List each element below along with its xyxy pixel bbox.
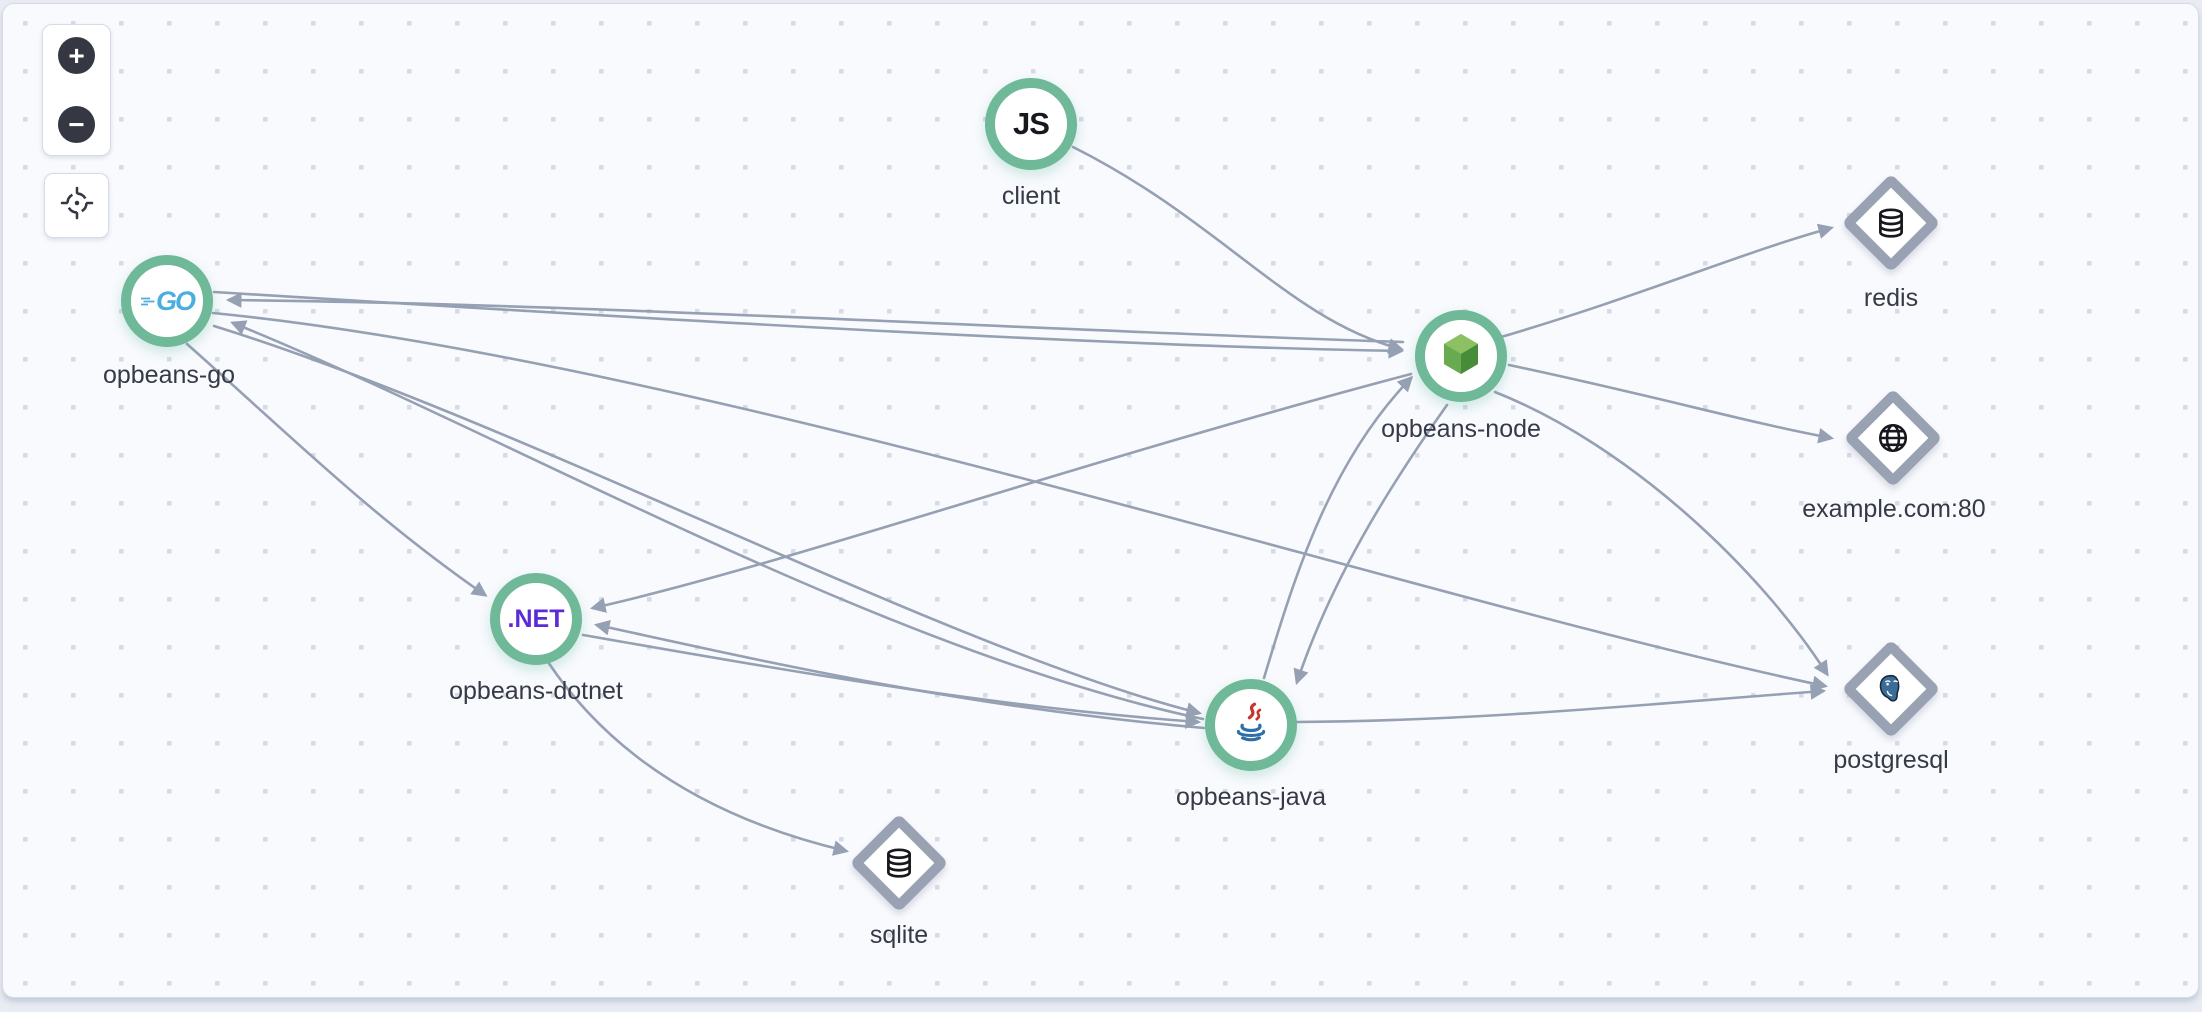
dotnet-icon: .NET: [507, 604, 565, 633]
js-icon: JS: [1013, 106, 1050, 141]
edge-opbeans-java-to-postgresql: [1295, 684, 1827, 724]
edge-opbeans-node-to-postgresql: [1493, 390, 1829, 677]
service-map-panel: JS client GO opbeans-go opbeans-node .NE…: [2, 3, 2199, 998]
edge-opbeans-go-to-postgresql: [211, 311, 1829, 692]
diamond-shape: [1841, 173, 1941, 273]
edge-opbeans-dotnet-to-sqlite: [546, 660, 850, 856]
service-label-client: client: [1001, 182, 1061, 210]
crosshair-icon: [59, 185, 95, 226]
service-label-opbeans-node: opbeans-node: [1381, 415, 1541, 443]
dependency-node-example[interactable]: [1842, 387, 1944, 489]
service-map-canvas[interactable]: JS client GO opbeans-go opbeans-node .NE…: [3, 4, 2198, 997]
edge-opbeans-node-to-redis: [1499, 223, 1835, 339]
service-label-opbeans-java: opbeans-java: [1175, 783, 1327, 811]
dot-grid: [3, 4, 2198, 997]
service-node-client[interactable]: JS: [985, 78, 1077, 170]
edge-opbeans-node-to-example: [1507, 363, 1835, 444]
service-label-opbeans-dotnet: opbeans-dotnet: [449, 677, 623, 705]
zoom-controls: + −: [42, 24, 111, 156]
edge-opbeans-node-to-opbeans-dotnet: [589, 372, 1413, 613]
edges-layer: [3, 4, 2198, 997]
service-node-opbeans-go[interactable]: GO: [121, 255, 213, 347]
zoom-out-button[interactable]: −: [58, 106, 95, 143]
zoom-in-button[interactable]: +: [58, 37, 95, 74]
dependency-label-postgresql: postgresql: [1833, 746, 1949, 774]
edge-opbeans-java-to-opbeans-dotnet: [593, 620, 1206, 730]
edge-client-to-opbeans-node: [1071, 145, 1405, 354]
edge-opbeans-go-to-opbeans-dotnet: [185, 342, 488, 597]
service-label-opbeans-go: opbeans-go: [102, 361, 236, 389]
edge-opbeans-java-to-opbeans-go: [230, 320, 1205, 721]
service-node-opbeans-java[interactable]: [1205, 679, 1297, 771]
database-icon: [882, 846, 916, 880]
java-icon: [1228, 700, 1274, 751]
edge-opbeans-java-to-opbeans-node: [1262, 375, 1414, 680]
diamond-shape: [849, 813, 949, 913]
dependency-node-redis[interactable]: [1840, 172, 1942, 274]
diamond-shape: [1843, 388, 1943, 488]
dependency-node-sqlite[interactable]: [848, 812, 950, 914]
service-node-opbeans-dotnet[interactable]: .NET: [490, 573, 582, 665]
dependency-label-sqlite: sqlite: [869, 921, 929, 949]
go-icon: GO: [140, 286, 196, 317]
edge-opbeans-node-to-opbeans-java: [1293, 403, 1449, 685]
postgresql-icon: [1874, 672, 1908, 706]
edge-opbeans-node-to-opbeans-go: [225, 292, 1405, 344]
database-icon: [1874, 206, 1908, 240]
diamond-shape: [1841, 639, 1941, 739]
service-node-opbeans-node[interactable]: [1415, 310, 1507, 402]
center-map-button[interactable]: [44, 173, 109, 238]
dependency-label-redis: redis: [1863, 284, 1919, 312]
dependency-label-example: example.com:80: [1802, 495, 1986, 523]
dependency-node-postgresql[interactable]: [1840, 638, 1942, 740]
globe-icon: [1876, 421, 1910, 455]
edge-opbeans-dotnet-to-opbeans-java: [581, 633, 1202, 729]
nodejs-icon: [1437, 330, 1485, 383]
